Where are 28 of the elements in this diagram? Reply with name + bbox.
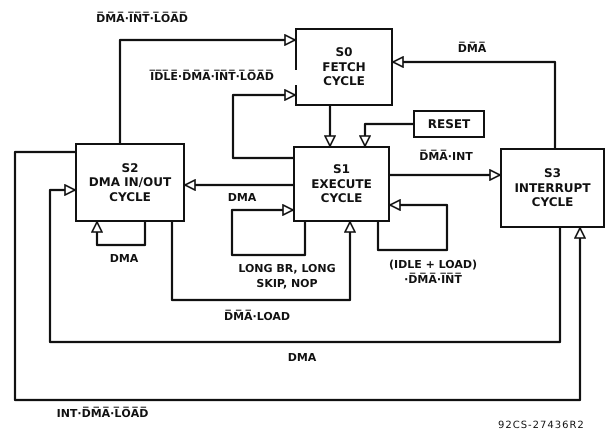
state-box bbox=[500, 148, 605, 228]
state-name: DMA IN/OUT CYCLE bbox=[88, 175, 172, 204]
arrow bbox=[390, 169, 501, 181]
arrow bbox=[91, 221, 146, 246]
state-name: FETCH CYCLE bbox=[321, 60, 367, 89]
arrow bbox=[14, 150, 586, 402]
arrow bbox=[232, 89, 296, 160]
signal-name: RESET bbox=[428, 116, 470, 132]
arrow bbox=[359, 122, 413, 147]
arrow bbox=[230, 204, 306, 256]
arrow bbox=[392, 56, 556, 148]
arrow bbox=[48, 184, 562, 344]
figure-code: 92CS-27436R2 bbox=[498, 420, 585, 431]
arrow bbox=[170, 221, 356, 302]
arrow bbox=[376, 199, 448, 252]
state-number: S1 bbox=[333, 162, 350, 177]
state-number: S3 bbox=[544, 166, 561, 181]
state-box bbox=[293, 146, 390, 222]
state-box bbox=[75, 143, 185, 222]
state-name: EXECUTE CYCLE bbox=[310, 176, 373, 206]
state-box bbox=[295, 28, 393, 106]
state-number: S0 bbox=[336, 45, 352, 60]
arrow bbox=[324, 106, 336, 147]
arrow bbox=[184, 179, 293, 191]
input-box bbox=[413, 110, 485, 138]
arrow bbox=[118, 34, 296, 143]
state-number: S2 bbox=[122, 160, 138, 176]
state-name: INTERRUPT CYCLE bbox=[513, 180, 592, 210]
